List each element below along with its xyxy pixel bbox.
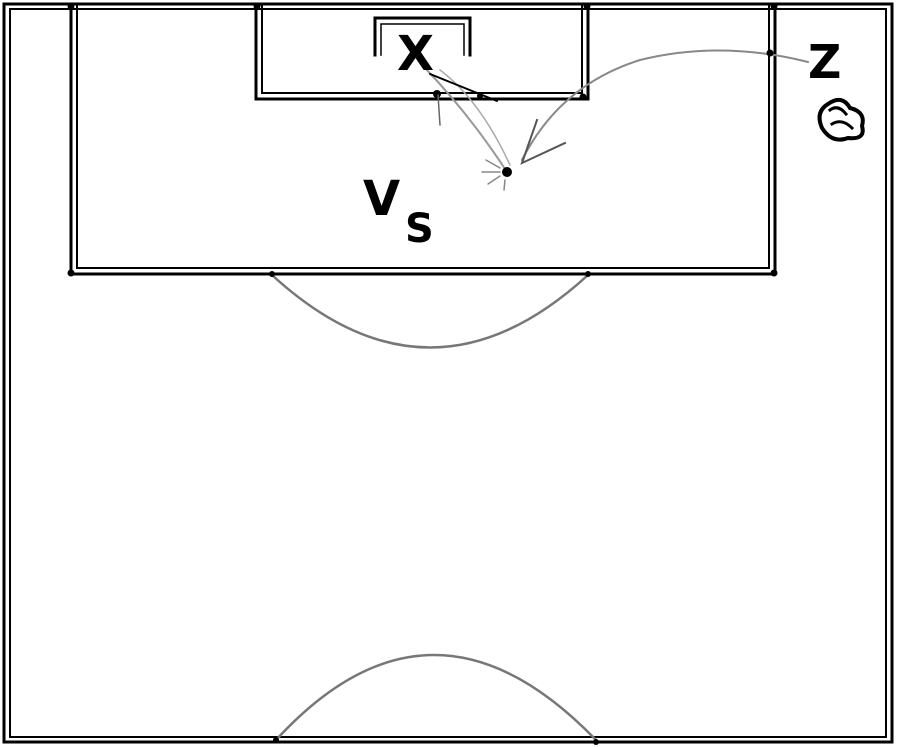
arrow-head-icon [520,118,567,165]
pass-lines [424,67,511,173]
player-x-label: X [397,26,434,82]
player-z-label: Z [808,35,841,89]
center-circle-arc [274,653,598,742]
ball-icon [481,159,512,191]
run-path [520,49,809,165]
player-z-marker-icon [817,97,865,142]
player-v-label: V [363,171,400,227]
goal-icon [373,16,472,57]
goal-area [253,2,591,101]
penalty-arc [270,273,590,349]
player-v-sub-label: S [405,206,434,252]
